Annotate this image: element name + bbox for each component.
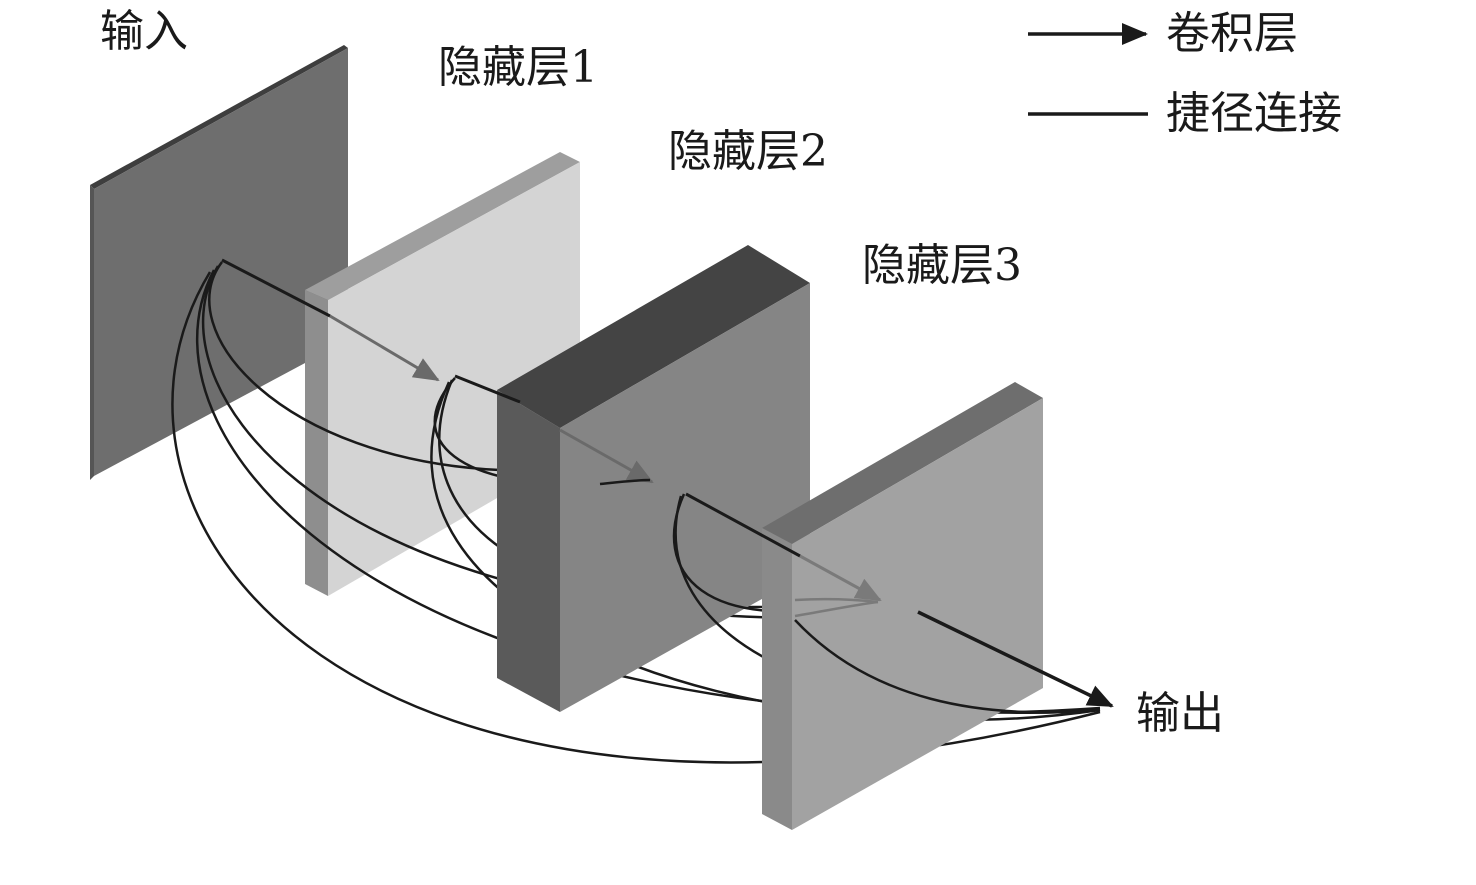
output-label: 输出 — [1136, 688, 1224, 739]
hidden-layer-3-panel — [762, 382, 1043, 830]
legend-shortcut-label: 捷径连接 — [1166, 88, 1342, 139]
legend-conv-label: 卷积层 — [1166, 8, 1298, 59]
hidden-layer-2-face — [560, 283, 810, 712]
hidden-layer-3-face — [792, 398, 1043, 830]
input-label: 输入 — [100, 6, 188, 57]
legend: 卷积层 捷径连接 — [1028, 8, 1342, 139]
output-arrow — [917, 610, 1114, 708]
hidden-layer-2-label: 隐藏层2 — [668, 126, 828, 177]
hidden-layer-2-panel — [497, 245, 810, 712]
hidden-layer-1-label: 隐藏层1 — [438, 42, 598, 93]
hidden-layer-3-label: 隐藏层3 — [862, 240, 1022, 291]
